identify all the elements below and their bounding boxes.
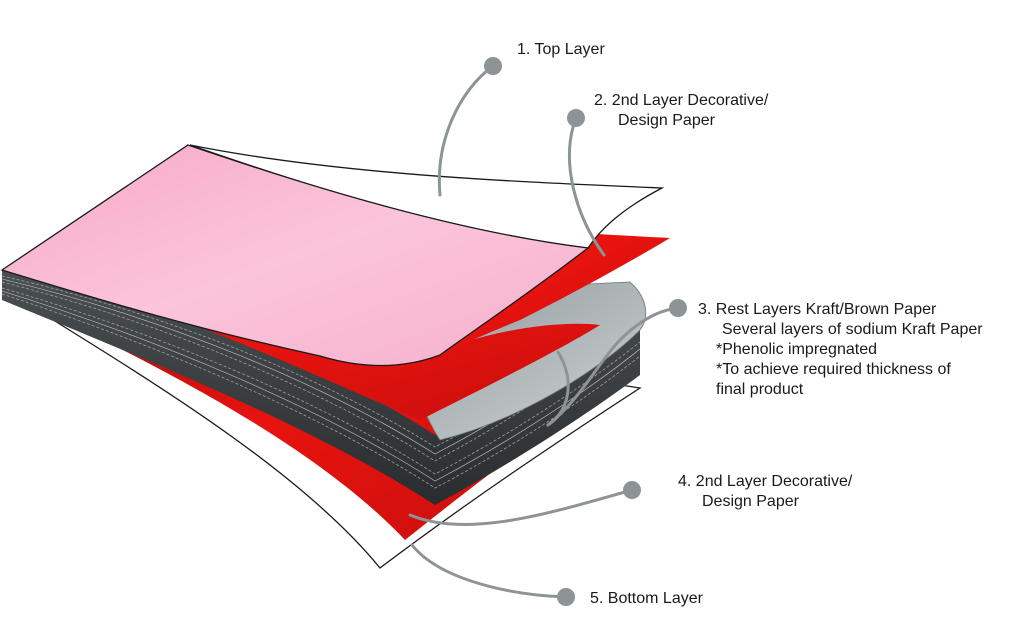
- dot-rest-layers: [669, 299, 687, 317]
- label-rest-layers-line2: Several layers of sodium Kraft Paper: [722, 321, 983, 338]
- leader-second-layer-top: [568, 116, 606, 257]
- label-rest-layers-line5: final product: [716, 381, 804, 398]
- label-second-layer-top-line2: Design Paper: [618, 112, 715, 129]
- dot-second-layer-bottom: [623, 481, 641, 499]
- label-bottom-layer: 5. Bottom Layer: [590, 589, 703, 609]
- label-second-layer-bottom-line2: Design Paper: [702, 493, 799, 510]
- label-rest-layers-line1: 3. Rest Layers Kraft/Brown Paper: [698, 301, 937, 318]
- label-rest-layers: 3. Rest Layers Kraft/Brown Paper Several…: [698, 300, 983, 400]
- leader-rest-layers: [546, 306, 680, 427]
- dot-bottom-layer: [557, 588, 575, 606]
- leader-dots: [484, 57, 687, 606]
- leader-rest-layers-curve: [546, 350, 570, 427]
- label-bottom-layer-text: 5. Bottom Layer: [590, 590, 703, 607]
- label-second-layer-top: 2. 2nd Layer Decorative/ Design Paper: [594, 91, 768, 131]
- label-top-layer-text: 1. Top Layer: [517, 41, 605, 58]
- label-rest-layers-line4: *To achieve required thickness of: [716, 361, 951, 378]
- leader-second-layer-bottom: [408, 488, 634, 526]
- label-second-layer-top-line1: 2. 2nd Layer Decorative/: [594, 92, 769, 109]
- kraft-stack-side: [2, 270, 640, 505]
- label-second-layer-bottom: 4. 2nd Layer Decorative/ Design Paper: [678, 472, 852, 512]
- leader-top-layer: [437, 64, 495, 197]
- label-rest-layers-line3: *Phenolic impregnated: [716, 341, 877, 358]
- dot-top-layer: [484, 57, 502, 75]
- label-second-layer-bottom-line1: 4. 2nd Layer Decorative/: [678, 473, 853, 490]
- pink-decorative-surface: [0, 144, 590, 367]
- leader-bottom-layer: [410, 543, 568, 599]
- leader-lines: [408, 64, 680, 599]
- label-top-layer: 1. Top Layer: [517, 40, 605, 60]
- dot-second-layer-top: [567, 109, 585, 127]
